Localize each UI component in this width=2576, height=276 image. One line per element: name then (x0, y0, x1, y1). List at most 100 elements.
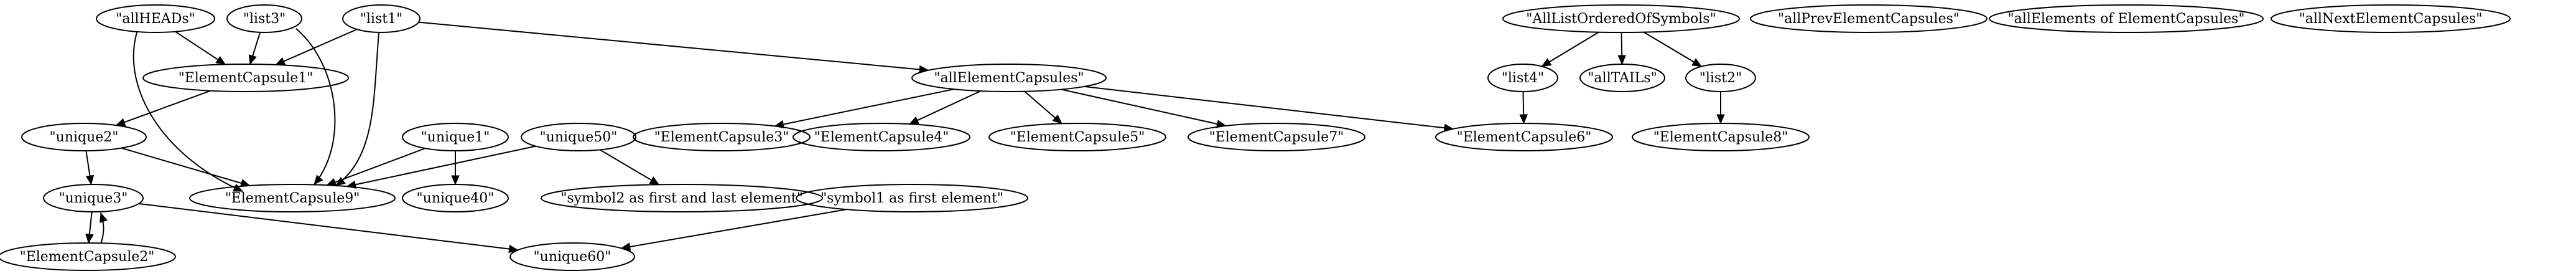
node-label: "unique40" (417, 191, 495, 206)
node-ellipse (1685, 64, 1756, 92)
node-label: "ElementCapsule4" (814, 130, 949, 145)
edge-allElementCapsules-to-ElementCapsule3 (774, 88, 955, 129)
node-label: "allPrevElementCapsules" (1778, 11, 1960, 27)
edge-AllListOrderedOfSymbols-to-list2 (1643, 31, 1703, 67)
node-ellipse (142, 64, 349, 92)
node-list4: "list4" (1487, 64, 1558, 92)
node-allTAILs: "allTAILs" (1579, 64, 1665, 92)
node-ellipse (1502, 4, 1740, 33)
arrowhead (1716, 114, 1725, 125)
node-unique40: "unique40" (402, 184, 509, 212)
edge-list1-to-ElementCapsule9 (335, 32, 379, 186)
node-label: "allElements of ElementCapsules" (2008, 11, 2245, 27)
edge-unique1-to-unique40 (451, 151, 460, 186)
node-ElementCapsule2: "ElementCapsule2" (0, 242, 176, 271)
edge-list4-to-ElementCapsule6 (1519, 91, 1528, 125)
arrowhead (215, 55, 226, 65)
node-allElementCapsules: "allElementCapsules" (911, 64, 1107, 92)
node-label: "unique1" (421, 130, 490, 145)
node-allPrevElementCapsules: "allPrevElementCapsules" (1750, 4, 1988, 33)
node-label: "list2" (1700, 70, 1742, 86)
node-ellipse (521, 123, 636, 151)
arrowhead (451, 175, 460, 186)
node-label: "ElementCapsule3" (654, 130, 789, 145)
edge-unique2-to-ElementCapsule9 (121, 147, 251, 188)
node-ElementCapsule5: "ElementCapsule5" (988, 123, 1166, 151)
edge-symbol1-to-unique60 (620, 209, 847, 251)
arrowhead (1052, 114, 1062, 125)
node-list1: "list1" (342, 4, 421, 33)
node-label: "allElementCapsules" (934, 70, 1084, 86)
node-label: "ElementCapsule5" (1010, 130, 1145, 145)
edge-ElementCapsule1-to-unique2 (115, 90, 211, 126)
node-ellipse (1632, 123, 1810, 151)
node-label: "allHEADs" (116, 11, 195, 27)
edge-AllListOrderedOfSymbols-to-allTAILs (1617, 32, 1626, 65)
node-ellipse (402, 184, 509, 212)
node-ellipse (2271, 4, 2511, 33)
node-ellipse (0, 242, 176, 271)
node-label: "ElementCapsule8" (1653, 130, 1788, 145)
edge-list1-to-allElementCapsules (418, 21, 929, 74)
node-ellipse (21, 123, 147, 151)
arrowhead (314, 174, 323, 185)
node-ellipse (1435, 123, 1613, 151)
node-label: "list1" (360, 11, 402, 27)
node-label: "allNextElementCapsules" (2299, 11, 2483, 27)
arrowhead (115, 118, 126, 126)
node-ellipse (793, 123, 970, 151)
node-ellipse (1579, 64, 1665, 92)
arrowhead (100, 212, 108, 223)
node-label: "symbol2 as first and last element" (560, 191, 803, 206)
node-symbol1: "symbol1 as first element" (796, 184, 1028, 212)
edge-AllListOrderedOfSymbols-to-list4 (1541, 31, 1599, 67)
node-ElementCapsule7: "ElementCapsule7" (1188, 123, 1365, 151)
arrowhead (85, 174, 95, 186)
node-label: "ElementCapsule6" (1457, 130, 1592, 145)
edge-ElementCapsule2-to-unique3 (100, 212, 108, 244)
node-unique50: "unique50" (521, 123, 636, 151)
node-label: "unique60" (534, 249, 611, 265)
node-ElementCapsule1: "ElementCapsule1" (142, 64, 349, 92)
node-allElementsOfElementCapsules: "allElements of ElementCapsules" (1989, 4, 2264, 33)
node-symbol2: "symbol2 as first and last element" (541, 184, 823, 212)
node-ellipse (226, 4, 302, 33)
node-label: "unique50" (540, 130, 618, 145)
node-label: "list4" (1502, 70, 1544, 86)
edge-allElementCapsules-to-ElementCapsule6 (1084, 85, 1454, 132)
edge-allElementCapsules-to-ElementCapsule5 (1024, 90, 1062, 125)
node-label: "ElementCapsule9" (225, 191, 360, 206)
node-ellipse (911, 64, 1107, 92)
node-ElementCapsule9: "ElementCapsule9" (189, 184, 396, 212)
edge-unique3-to-unique60 (138, 202, 519, 254)
node-ellipse (402, 123, 509, 151)
edge-unique3-to-ElementCapsule2 (85, 211, 94, 244)
node-ellipse (541, 184, 823, 212)
node-ellipse (1750, 4, 1988, 33)
node-label: "AllListOrderedOfSymbols" (1526, 11, 1716, 27)
node-allHEADs: "allHEADs" (96, 4, 215, 33)
node-unique3: "unique3" (43, 184, 144, 212)
node-list3: "list3" (226, 4, 302, 33)
arrowhead (1691, 58, 1703, 67)
node-list2: "list2" (1685, 64, 1756, 92)
edge-allHEADs-to-ElementCapsule1 (175, 31, 226, 65)
arrowhead (275, 57, 286, 65)
arrowhead (1519, 114, 1528, 125)
node-ellipse (189, 184, 396, 212)
edges-layer (85, 21, 1725, 254)
edge-allElementCapsules-to-ElementCapsule7 (1061, 88, 1227, 128)
node-unique60: "unique60" (509, 242, 635, 271)
node-ElementCapsule8: "ElementCapsule8" (1632, 123, 1810, 151)
node-label: "list3" (243, 11, 286, 27)
node-label: "unique2" (50, 130, 119, 145)
node-ellipse (342, 4, 421, 33)
node-label: "ElementCapsule1" (179, 70, 314, 86)
node-ElementCapsule3: "ElementCapsule3" (633, 123, 811, 151)
node-ellipse (988, 123, 1166, 151)
node-ElementCapsule4: "ElementCapsule4" (793, 123, 970, 151)
node-AllListOrderedOfSymbols: "AllListOrderedOfSymbols" (1502, 4, 1740, 33)
node-ElementCapsule6: "ElementCapsule6" (1435, 123, 1613, 151)
edge-list3-to-ElementCapsule1 (248, 32, 261, 65)
